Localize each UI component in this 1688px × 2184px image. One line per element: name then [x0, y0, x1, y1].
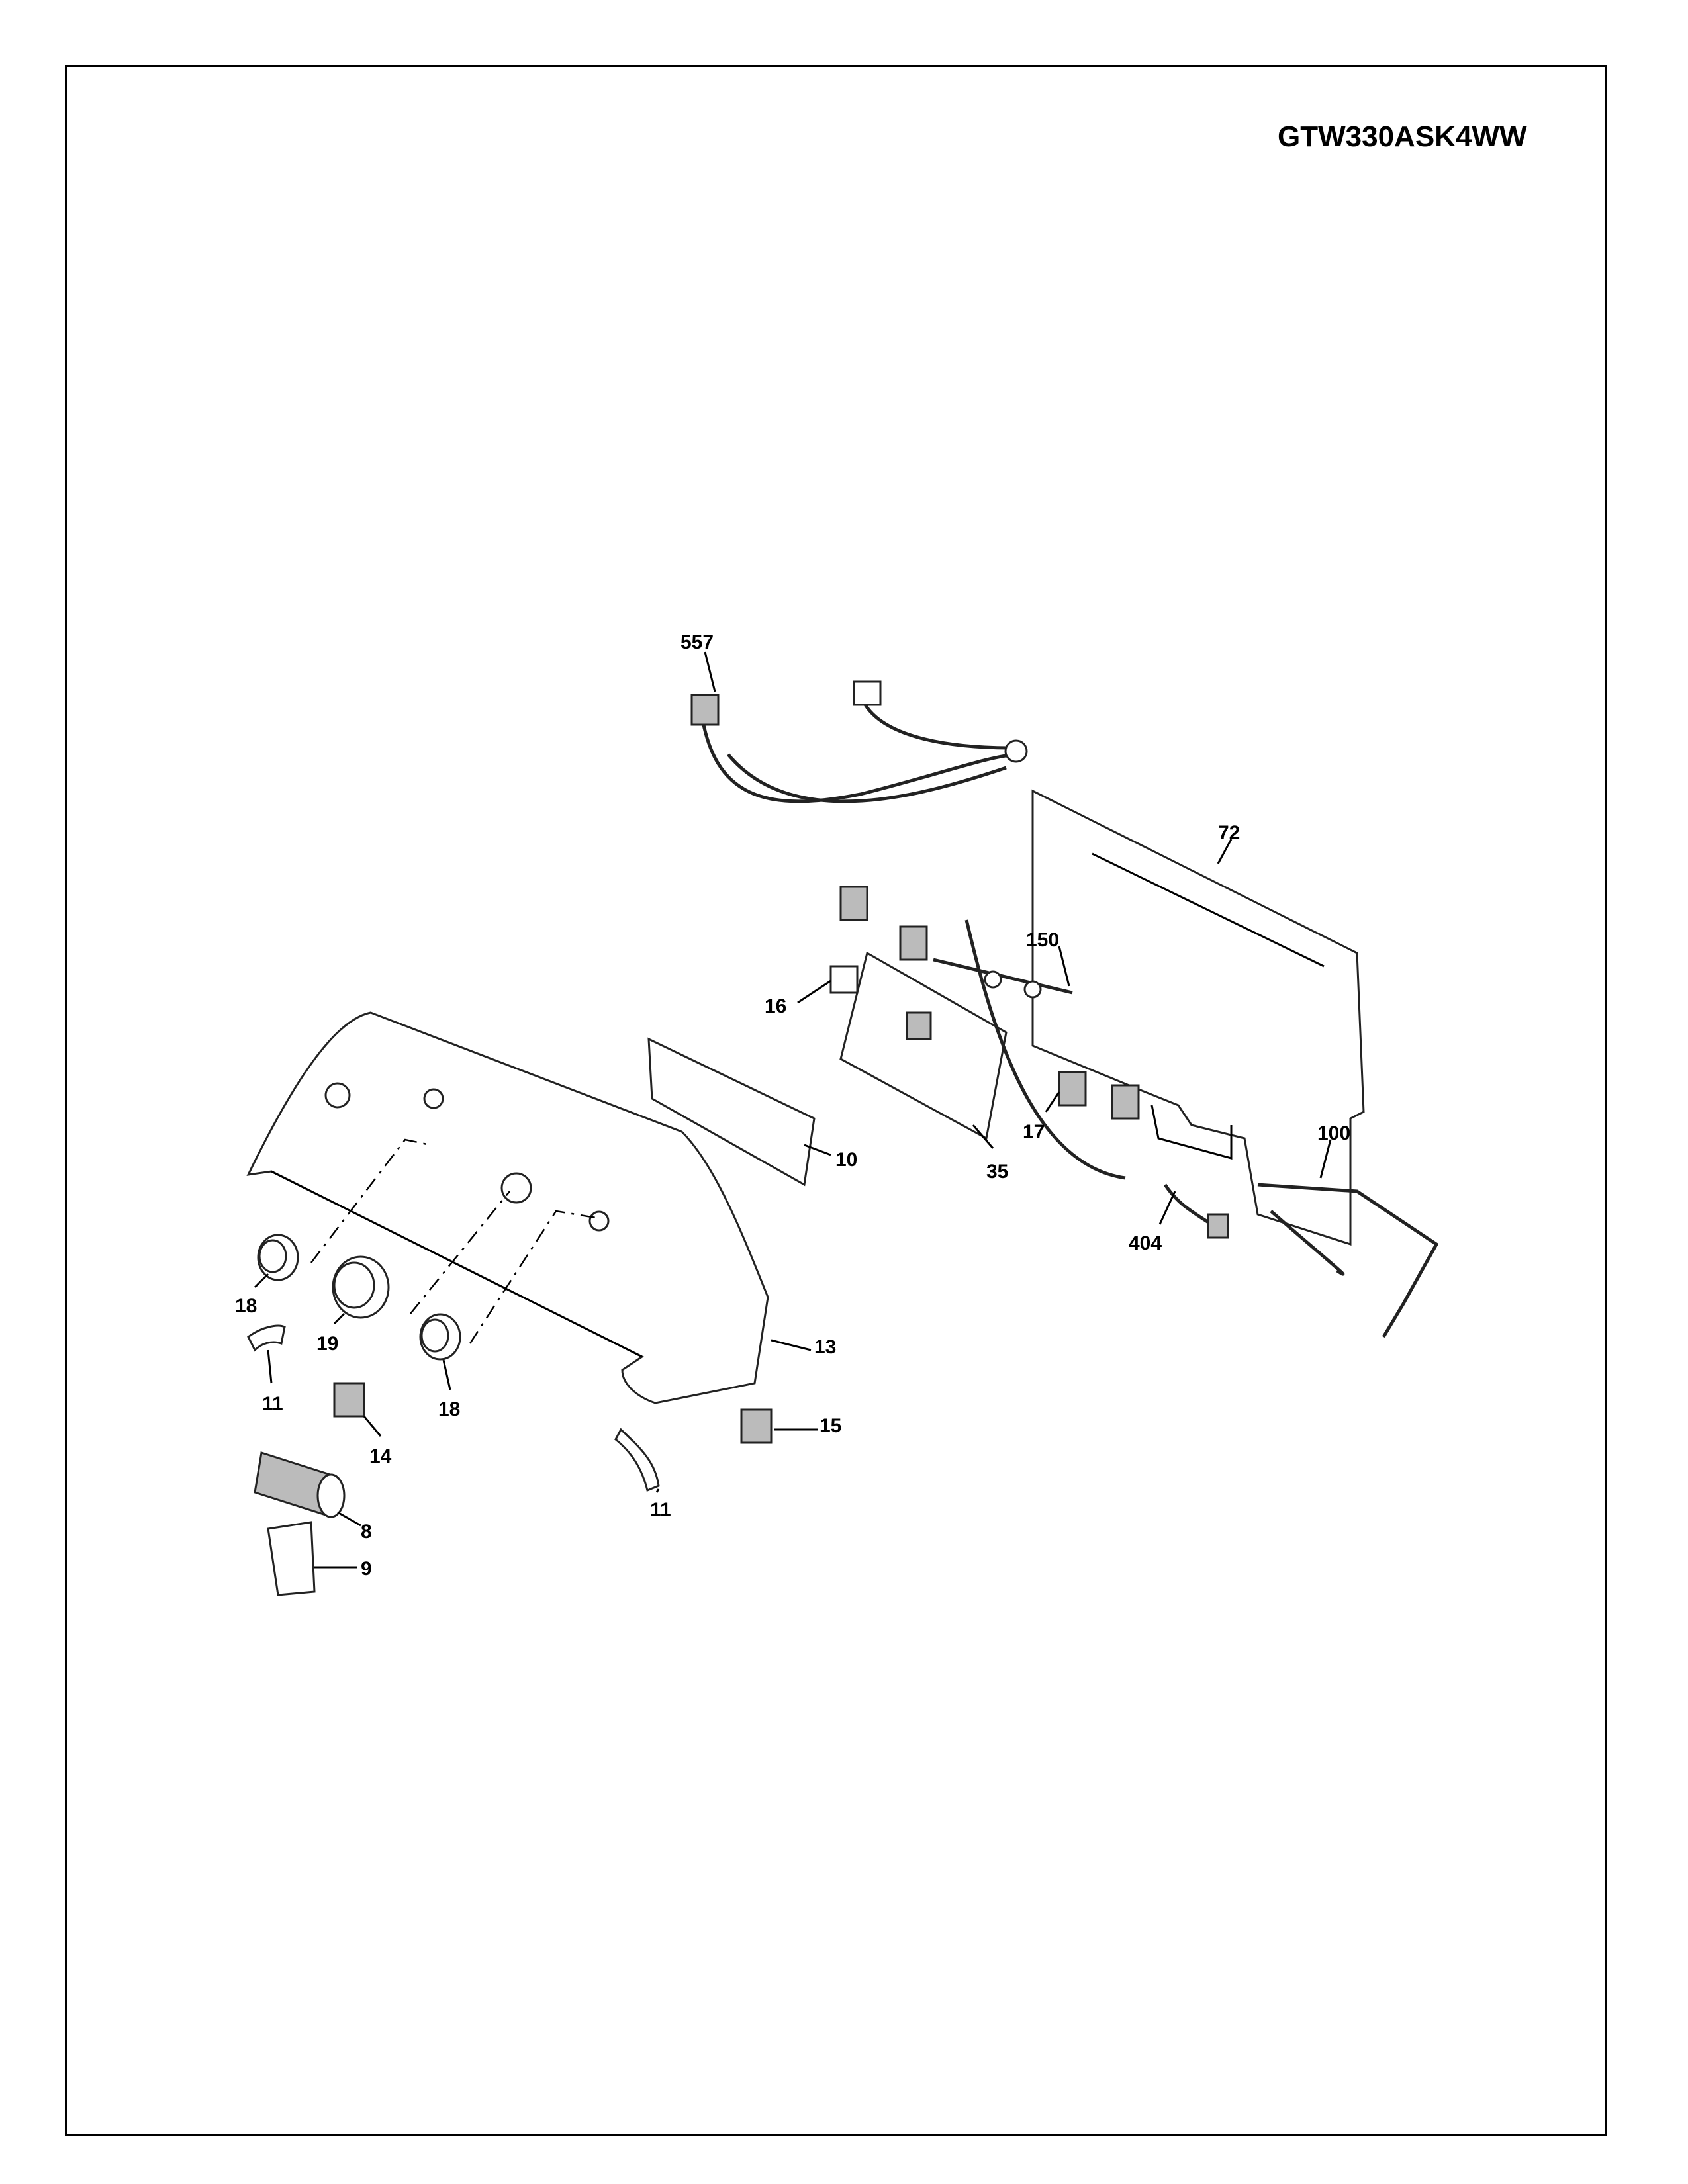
- part-13-console: [246, 1011, 769, 1404]
- callout-19: 19: [316, 1333, 338, 1355]
- part-18-knob: [257, 1234, 299, 1281]
- callout-14: 14: [369, 1445, 392, 1467]
- model-number: GTW330ASK4WW: [1278, 120, 1527, 153]
- part-72-back-panel: [1031, 789, 1365, 1246]
- part-11-lens: [247, 1324, 286, 1352]
- part-35-control-board: [829, 886, 1008, 1140]
- callout-9: 9: [361, 1558, 372, 1580]
- part-10-cover: [647, 1037, 816, 1187]
- callout-150: 150: [1026, 929, 1059, 951]
- page-border: [65, 65, 1607, 2136]
- part-8-capacitor: [254, 1451, 346, 1518]
- callout-17: 17: [1023, 1121, 1045, 1143]
- callout-557: 557: [680, 631, 714, 653]
- callout-11: 11: [262, 1393, 283, 1415]
- part-100-harness: [1257, 1183, 1439, 1338]
- callout-15: 15: [820, 1415, 841, 1437]
- callout-404: 404: [1129, 1232, 1162, 1254]
- callout-18: 18: [235, 1295, 257, 1317]
- assembly-line: [410, 1191, 510, 1314]
- part-404-sensor: [1163, 1183, 1229, 1239]
- callout-100: 100: [1317, 1122, 1350, 1144]
- leader-lines: [254, 651, 1332, 1569]
- part-15-clip: [740, 1408, 773, 1444]
- callout-10: 10: [835, 1149, 857, 1171]
- assembly-line: [469, 1210, 596, 1344]
- callout-8: 8: [361, 1521, 372, 1543]
- assembly-line: [310, 1138, 431, 1263]
- part-19-knob: [332, 1255, 390, 1319]
- callout-35: 35: [986, 1161, 1008, 1183]
- callout-72: 72: [1218, 822, 1240, 844]
- callout-13: 13: [814, 1336, 836, 1358]
- part-150-bracket: [933, 958, 1073, 999]
- part-557-power-cord: [690, 680, 1028, 803]
- callout-11: 11: [650, 1499, 671, 1521]
- callout-16: 16: [765, 995, 786, 1017]
- part-11-lens: [614, 1428, 660, 1492]
- callout-18: 18: [438, 1398, 460, 1420]
- part-17-switch-harness: [964, 919, 1140, 1180]
- part-14-clip: [333, 1382, 365, 1418]
- part-18-knob: [419, 1313, 461, 1361]
- part-9-bracket: [267, 1521, 316, 1596]
